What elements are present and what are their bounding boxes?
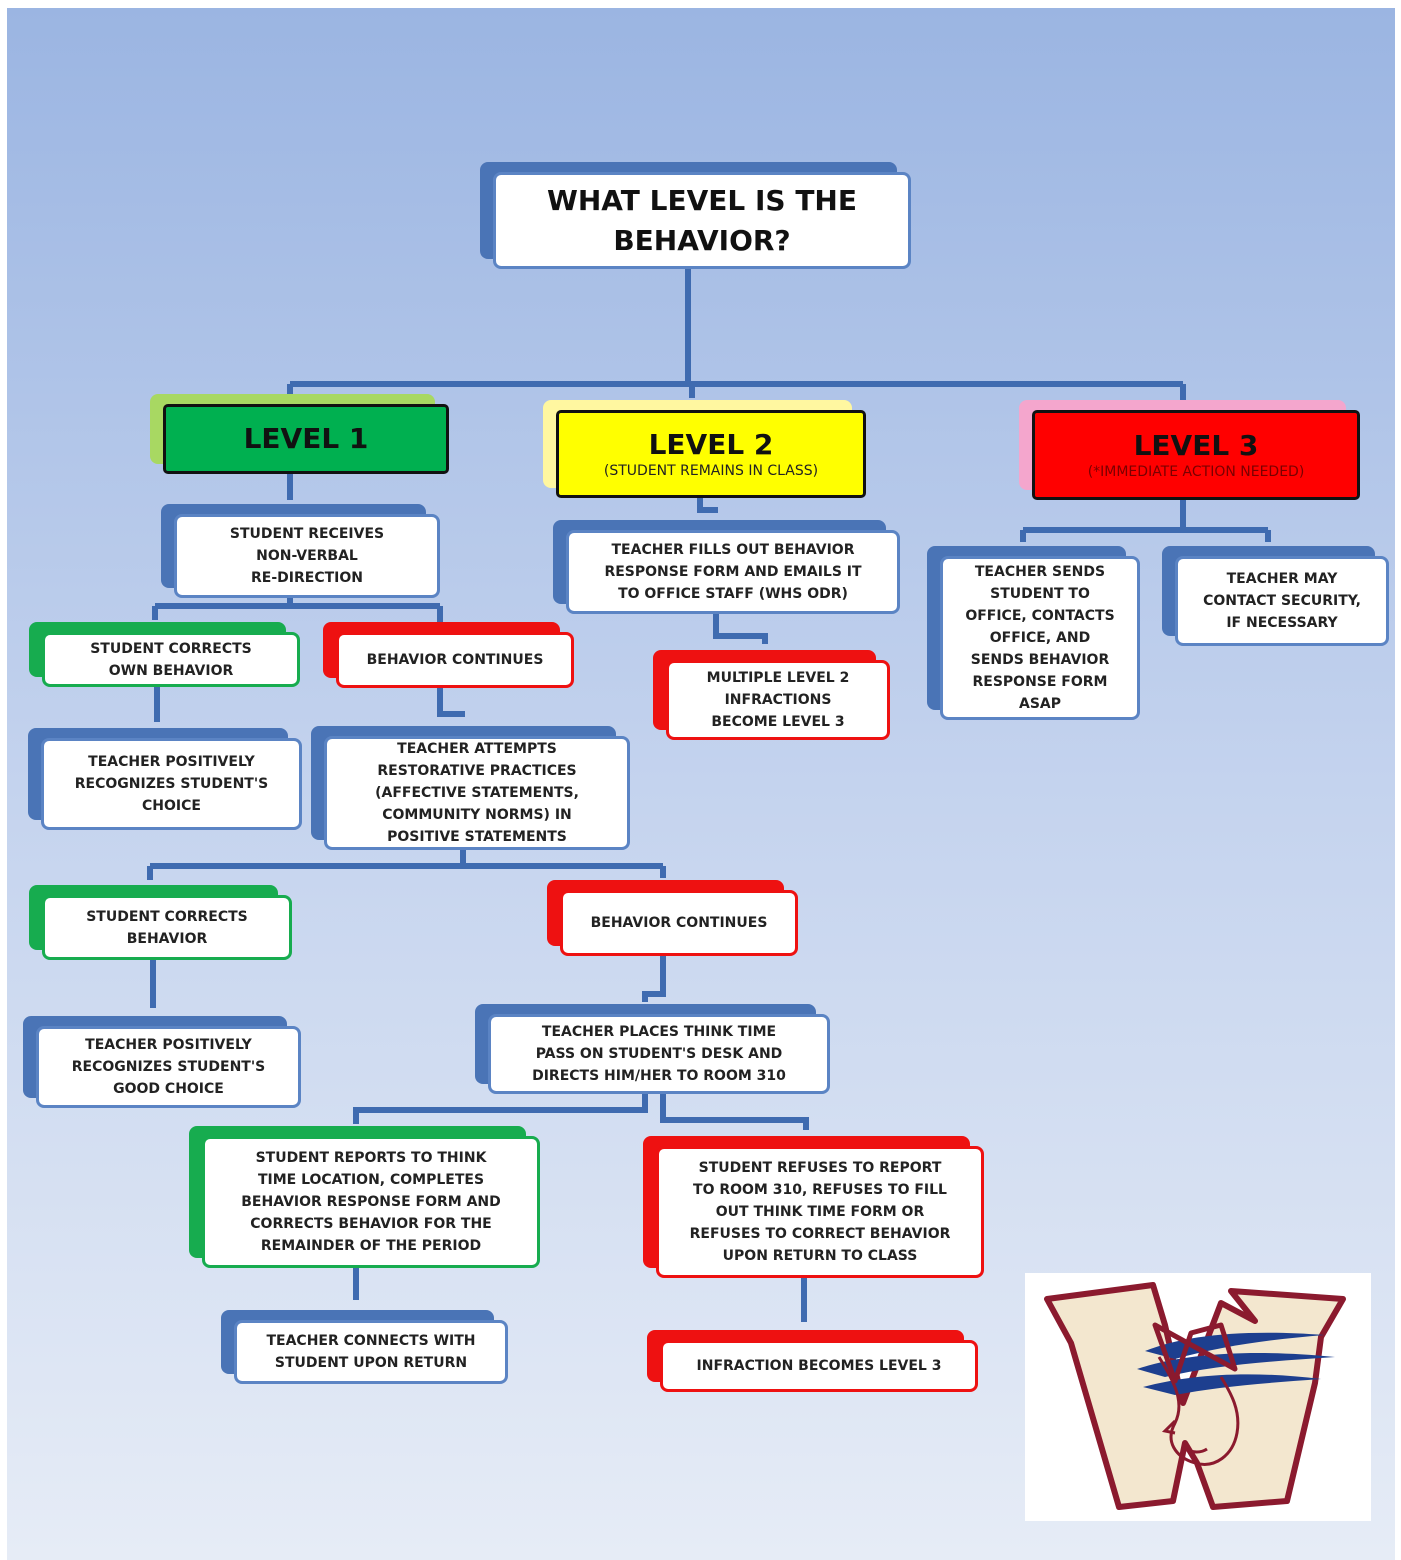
text-line: BEHAVIOR: [126, 930, 208, 947]
root-line-2: BEHAVIOR?: [613, 223, 791, 257]
text-line: TO ROOM 310, REFUSES TO FILL: [693, 1182, 947, 1198]
connector-l1-b: [147, 850, 666, 880]
l1-think-time-pass-box: TEACHER PLACES THINK TIME PASS ON STUDEN…: [475, 1004, 830, 1094]
text-line: RESPONSE FORM AND EMAILS IT: [604, 564, 862, 580]
text-line: IF NECESSARY: [1226, 615, 1338, 631]
l1-teacher-connects-box: TEACHER CONNECTS WITH STUDENT UPON RETUR…: [221, 1310, 508, 1384]
level-3-subtitle: (*IMMEDIATE ACTION NEEDED): [1087, 464, 1305, 480]
letter-w-mascot-icon: [1044, 1282, 1346, 1510]
root-line-1: WHAT LEVEL IS THE: [546, 183, 857, 217]
l1-behavior-continues-a-box: BEHAVIOR CONTINUES: [323, 622, 574, 688]
text-line: TO OFFICE STAFF (WHS ODR): [618, 586, 848, 602]
level-2-header: LEVEL 2 (STUDENT REMAINS IN CLASS): [543, 400, 866, 498]
l1-behavior-continues-b-box: BEHAVIOR CONTINUES: [547, 880, 798, 956]
connector-root: [287, 268, 1186, 410]
connector-l1-a: [154, 687, 465, 722]
l1-student-reports-box: STUDENT REPORTS TO THINK TIME LOCATION, …: [189, 1126, 540, 1268]
level-3-title: LEVEL 3: [1133, 429, 1259, 462]
text-line: ASAP: [1018, 696, 1061, 712]
text-line: TEACHER POSITIVELY: [88, 754, 255, 770]
text-line: RECOGNIZES STUDENT'S: [71, 1059, 266, 1075]
text-line: RESPONSE FORM: [972, 674, 1108, 690]
l2-multiple-infractions-box: MULTIPLE LEVEL 2 INFRACTIONS BECOME LEVE…: [653, 650, 890, 740]
text-line: TEACHER CONNECTS WITH: [266, 1333, 476, 1349]
text-line: TEACHER SENDS: [974, 564, 1106, 580]
l1-restorative-practices-box: TEACHER ATTEMPTS RESTORATIVE PRACTICES (…: [311, 726, 630, 850]
text-line: REMAINDER OF THE PERIOD: [260, 1238, 482, 1254]
text-line: OFFICE, AND: [989, 630, 1091, 646]
text-line: BEHAVIOR CONTINUES: [366, 652, 544, 668]
level-3-header: LEVEL 3 (*IMMEDIATE ACTION NEEDED): [1019, 400, 1360, 500]
l1-student-corrects-own-box: STUDENT CORRECTS OWN BEHAVIOR: [29, 622, 300, 687]
text-line: STUDENT CORRECTS: [86, 908, 248, 925]
text-line: SENDS BEHAVIOR: [970, 652, 1110, 668]
text-line: GOOD CHOICE: [113, 1081, 224, 1097]
text-line: OWN BEHAVIOR: [108, 662, 234, 679]
text-line: TIME LOCATION, COMPLETES: [257, 1172, 485, 1188]
l1-nonverbal-redirection-box: STUDENT RECEIVES NON-VERBAL RE-DIRECTION: [161, 504, 440, 598]
text-line: (AFFECTIVE STATEMENTS,: [375, 785, 579, 801]
text-line: TEACHER PLACES THINK TIME: [541, 1024, 777, 1040]
l1-teacher-recognizes-b-box: TEACHER POSITIVELY RECOGNIZES STUDENT'S …: [23, 1016, 301, 1108]
text-line: TEACHER POSITIVELY: [85, 1037, 252, 1053]
text-line: TEACHER ATTEMPTS: [397, 741, 557, 757]
text-line: STUDENT RECEIVES: [229, 526, 385, 542]
l3-teacher-sends-student-box: TEACHER SENDS STUDENT TO OFFICE, CONTACT…: [927, 546, 1140, 720]
text-line: DIRECTS HIM/HER TO ROOM 310: [532, 1068, 786, 1084]
l1-teacher-recognizes-a-box: TEACHER POSITIVELY RECOGNIZES STUDENT'S …: [28, 728, 302, 830]
text-line: TEACHER FILLS OUT BEHAVIOR: [611, 542, 855, 558]
connector-l1-d: [353, 1094, 809, 1130]
text-line: INFRACTIONS: [724, 692, 832, 708]
text-line: CHOICE: [142, 798, 201, 814]
text-line: OFFICE, CONTACTS: [965, 608, 1115, 624]
text-line: COMMUNITY NORMS) IN: [382, 807, 572, 823]
level-2-title: LEVEL 2: [648, 428, 774, 461]
level-2-subtitle: (STUDENT REMAINS IN CLASS): [603, 463, 819, 479]
l2-behavior-response-form-box: TEACHER FILLS OUT BEHAVIOR RESPONSE FORM…: [553, 520, 900, 614]
school-logo: [1025, 1273, 1371, 1521]
text-line: POSITIVE STATEMENTS: [387, 829, 567, 845]
text-line: REFUSES TO CORRECT BEHAVIOR: [689, 1226, 951, 1242]
text-line: MULTIPLE LEVEL 2: [706, 670, 850, 686]
connector-l2: [697, 498, 768, 644]
text-line: STUDENT REPORTS TO THINK: [255, 1150, 487, 1166]
text-line: UPON RETURN TO CLASS: [722, 1248, 918, 1264]
level-1-header: LEVEL 1: [150, 394, 449, 474]
root-question-box: WHAT LEVEL IS THE BEHAVIOR?: [480, 162, 911, 269]
text-line: BEHAVIOR CONTINUES: [590, 915, 768, 931]
text-line: STUDENT TO: [990, 586, 1090, 602]
text-line: OUT THINK TIME FORM OR: [715, 1204, 925, 1220]
text-line: RECOGNIZES STUDENT'S: [74, 776, 269, 792]
text-line: RE-DIRECTION: [251, 570, 363, 586]
l1-student-refuses-box: STUDENT REFUSES TO REPORT TO ROOM 310, R…: [643, 1136, 984, 1278]
text-line: BECOME LEVEL 3: [711, 714, 845, 730]
text-line: BEHAVIOR RESPONSE FORM AND: [241, 1194, 501, 1210]
text-line: CONTACT SECURITY,: [1203, 593, 1361, 609]
text-line: STUDENT CORRECTS: [90, 640, 252, 657]
l1-infraction-becomes-l3-box: INFRACTION BECOMES LEVEL 3: [647, 1330, 978, 1392]
text-line: NON-VERBAL: [256, 548, 358, 564]
connector-l3: [1020, 498, 1271, 542]
text-line: RESTORATIVE PRACTICES: [377, 763, 577, 779]
text-line: CORRECTS BEHAVIOR FOR THE: [250, 1216, 492, 1232]
connector-l1-c: [150, 956, 666, 1008]
text-line: INFRACTION BECOMES LEVEL 3: [696, 1358, 942, 1374]
text-line: PASS ON STUDENT'S DESK AND: [535, 1046, 783, 1062]
connector-l1-e: [353, 1268, 807, 1322]
connector-l1: [152, 474, 443, 622]
l3-contact-security-box: TEACHER MAY CONTACT SECURITY, IF NECESSA…: [1162, 546, 1389, 646]
text-line: STUDENT REFUSES TO REPORT: [698, 1160, 942, 1176]
text-line: STUDENT UPON RETURN: [274, 1355, 468, 1371]
l1-student-corrects-behavior-box: STUDENT CORRECTS BEHAVIOR: [29, 885, 292, 960]
text-line: TEACHER MAY: [1226, 571, 1338, 587]
level-1-title: LEVEL 1: [243, 422, 369, 455]
